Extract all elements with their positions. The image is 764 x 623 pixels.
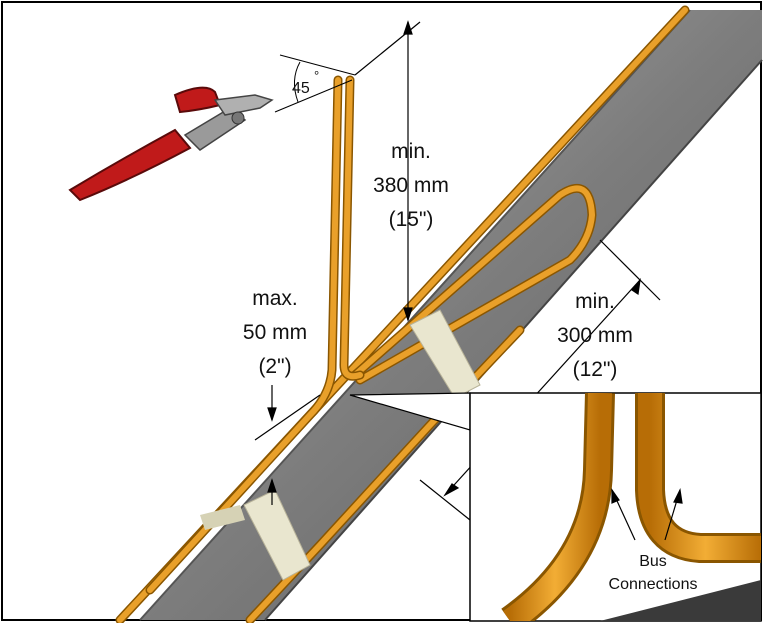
dimension-50-line <box>254 385 321 505</box>
tape-band <box>200 309 481 581</box>
dim-300-line3: (12") <box>573 358 618 381</box>
cutter-tool <box>68 86 274 202</box>
dim-300-line1: min. <box>575 290 615 313</box>
dimension-380-line <box>354 20 421 322</box>
inset-line2: Connections <box>609 576 698 593</box>
dim-380-line3: (15") <box>389 208 434 231</box>
angle-unit: ° <box>314 68 319 83</box>
inset-line1: Bus <box>639 553 667 570</box>
detail-inset: Bus Connections <box>469 392 762 622</box>
dim-300-line2: 300 mm <box>557 324 633 347</box>
dim-50-line2: 50 mm <box>243 321 307 344</box>
angle-label: 45 <box>292 80 310 97</box>
angle-marker <box>274 54 356 113</box>
dim-380-line1: min. <box>391 140 431 163</box>
dim-380-line2: 380 mm <box>373 174 449 197</box>
dim-50-line1: max. <box>252 287 298 310</box>
dim-50-line3: (2") <box>258 355 291 378</box>
